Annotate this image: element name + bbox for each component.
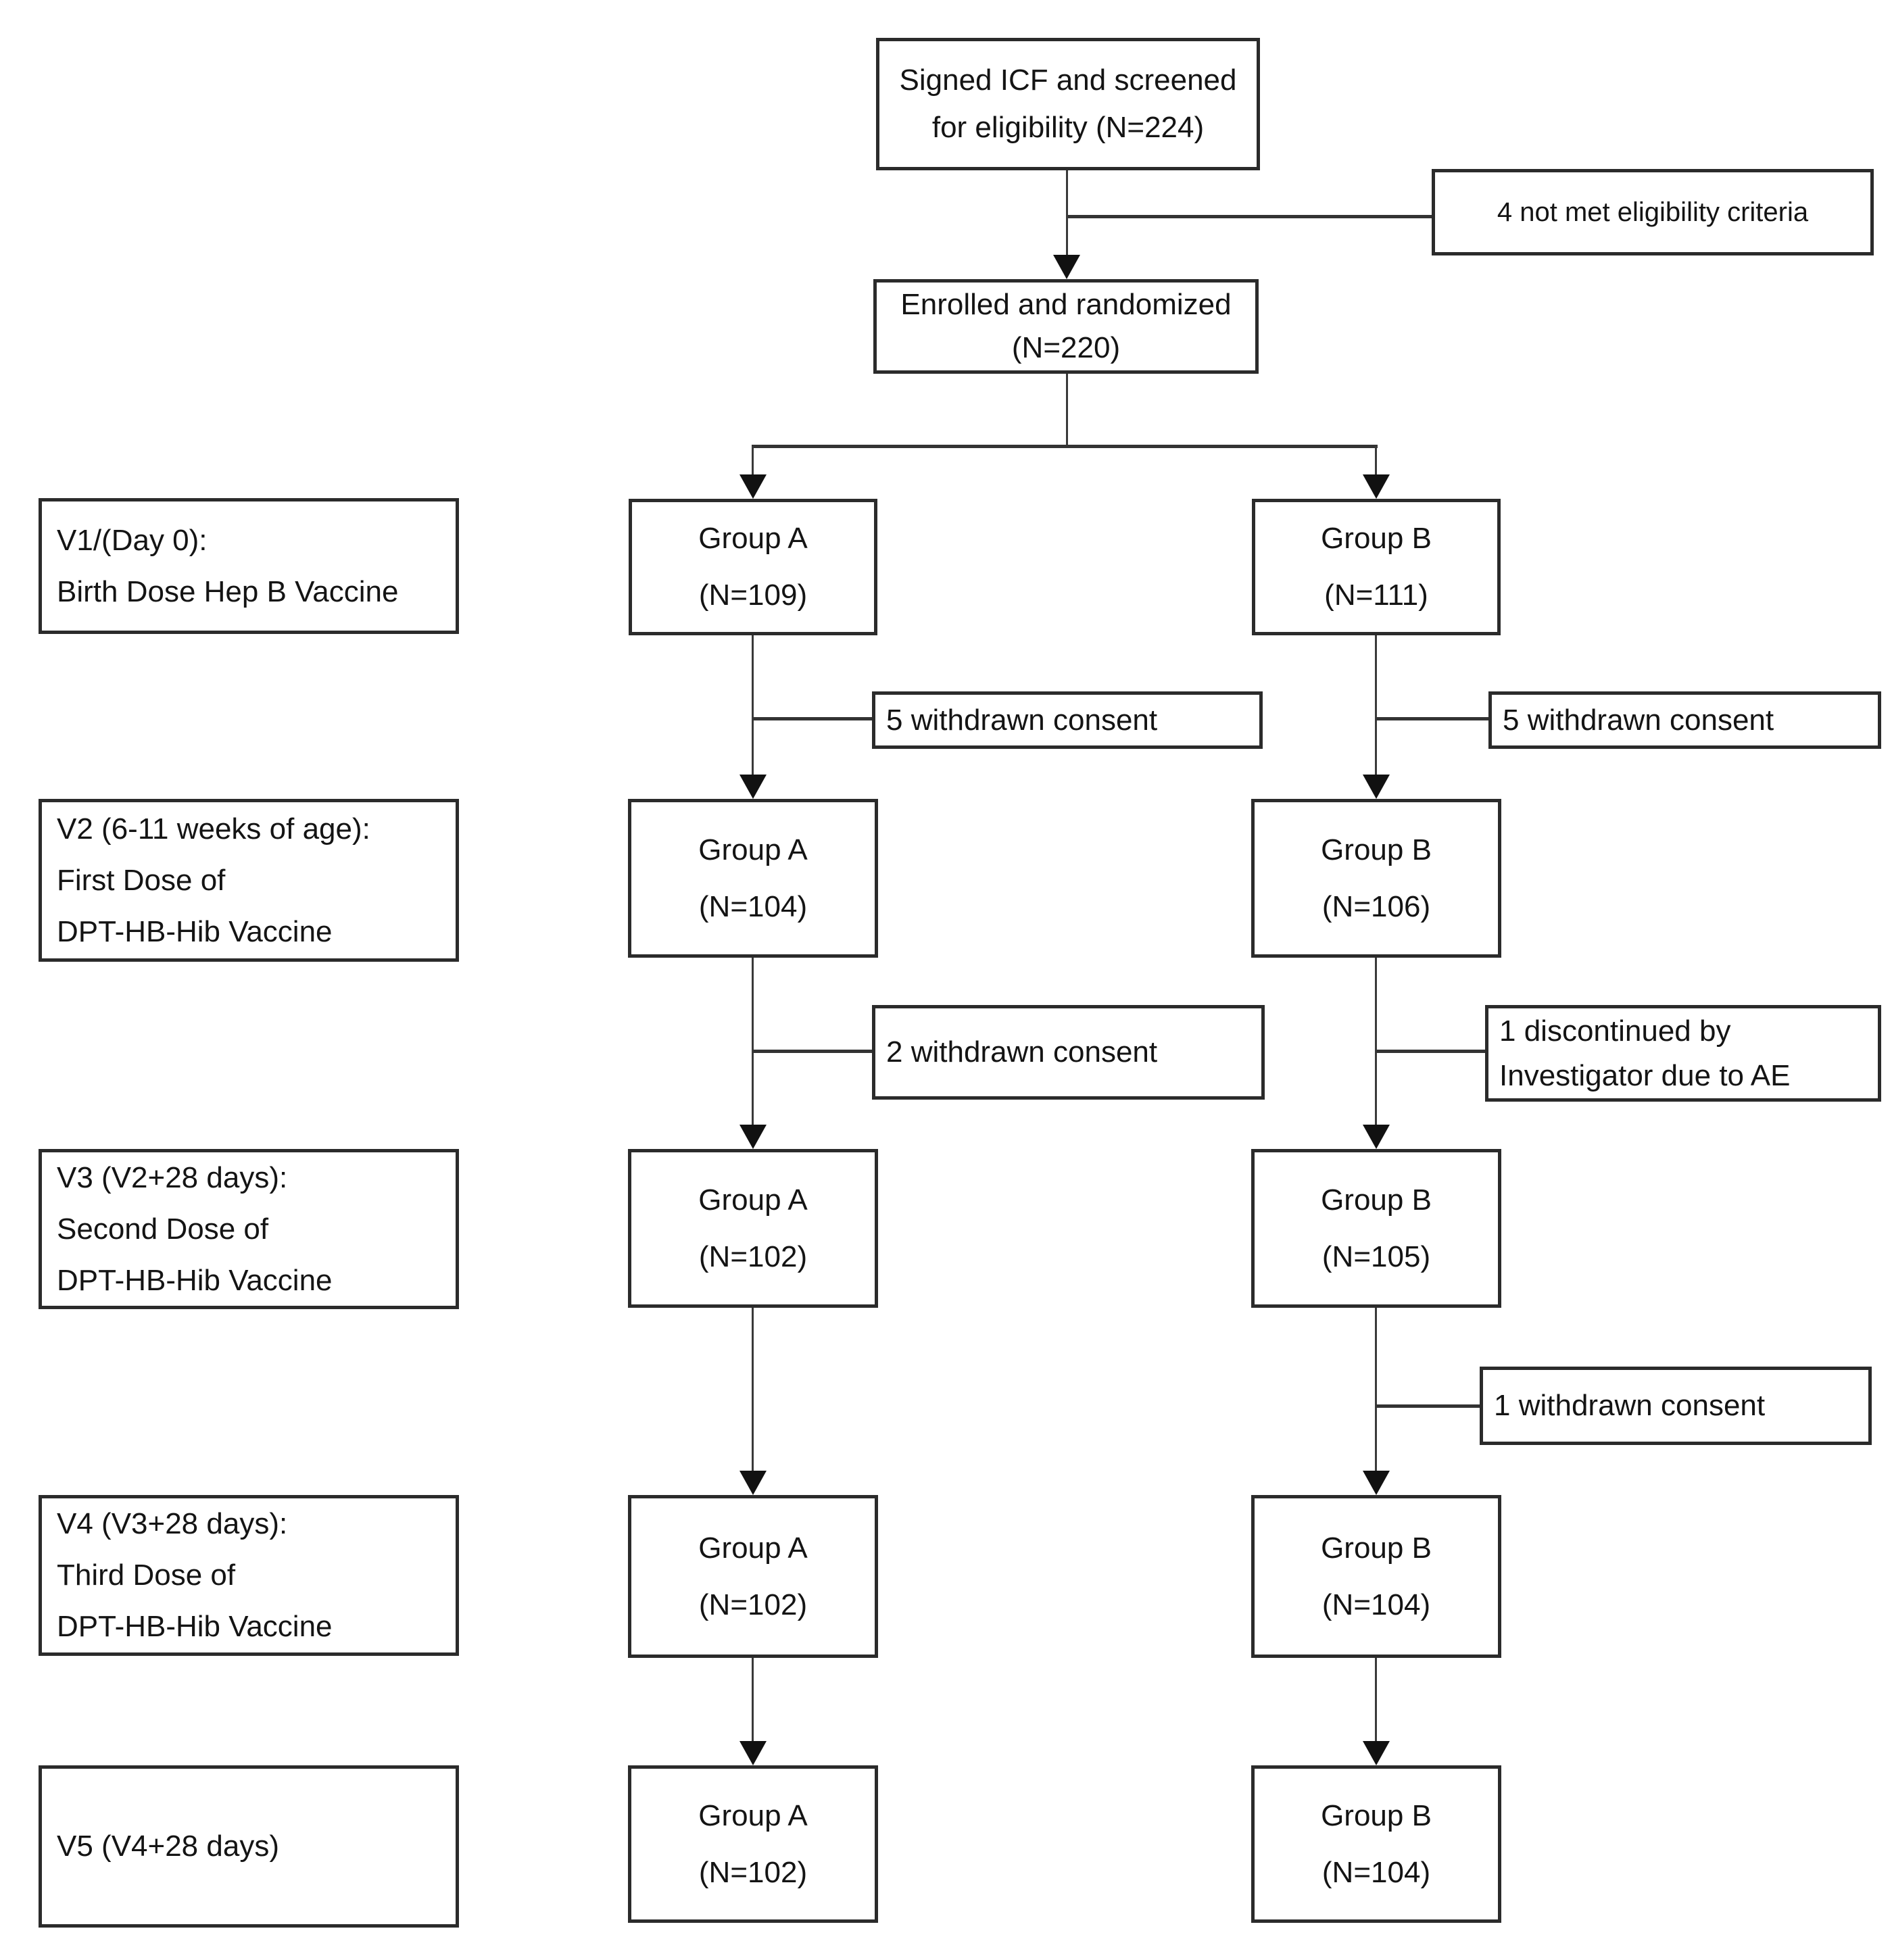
visit-v4-line3: DPT-HB-Hib Vaccine — [57, 1610, 333, 1643]
dropout-v2-group-b-line2: Investigator due to AE — [1499, 1058, 1791, 1092]
connector-hline — [753, 717, 872, 720]
dropout-v1-group-b-text: 5 withdrawn consent — [1503, 703, 1774, 737]
connector-vline — [1375, 1308, 1377, 1472]
connector-hline — [1376, 1050, 1485, 1053]
down-arrowhead-icon — [739, 1741, 767, 1765]
group-a-v5-name: Group A — [698, 1798, 808, 1832]
visit-label-v1: V1/(Day 0): Birth Dose Hep B Vaccine — [39, 498, 459, 634]
group-b-v1-n: (N=111) — [1324, 579, 1428, 612]
group-a-v3-n: (N=102) — [698, 1240, 808, 1273]
connector-hline — [752, 445, 1378, 448]
dropout-v2-group-a-box: 2 withdrawn consent — [872, 1005, 1265, 1100]
visit-v2-line2: First Dose of — [57, 863, 226, 897]
group-b-v1-box: Group B (N=111) — [1252, 499, 1501, 635]
visit-v4-line2: Third Dose of — [57, 1559, 236, 1592]
visit-v4-line1: V4 (V3+28 days): — [57, 1507, 288, 1540]
down-arrowhead-icon — [1363, 775, 1390, 799]
connector-vline — [1066, 170, 1068, 256]
enrolled-box: Enrolled and randomized (N=220) — [873, 279, 1259, 374]
visit-label-v5: V5 (V4+28 days) — [39, 1765, 459, 1928]
group-a-v4-n: (N=102) — [698, 1588, 808, 1621]
connector-hline — [1376, 717, 1488, 720]
connector-vline — [1066, 374, 1068, 446]
group-b-v3-box: Group B (N=105) — [1251, 1149, 1501, 1308]
connector-vline — [752, 635, 754, 776]
group-b-v5-n: (N=104) — [1321, 1855, 1431, 1889]
down-arrowhead-icon — [1363, 1471, 1390, 1495]
dropout-v1-group-a-box: 5 withdrawn consent — [872, 691, 1263, 749]
group-a-v2-box: Group A (N=104) — [628, 799, 878, 958]
dropout-v2-group-b-line1: 1 discontinued by — [1499, 1014, 1731, 1048]
visit-v5-line1: V5 (V4+28 days) — [57, 1830, 279, 1863]
down-arrowhead-icon — [739, 1471, 767, 1495]
down-arrowhead-icon — [739, 474, 767, 499]
group-a-v3-name: Group A — [698, 1183, 808, 1217]
visit-v1-line2: Birth Dose Hep B Vaccine — [57, 574, 399, 608]
connector-vline — [1375, 446, 1377, 476]
group-b-v4-name: Group B — [1321, 1531, 1432, 1565]
group-b-v2-n: (N=106) — [1321, 889, 1431, 923]
connector-hline — [1068, 215, 1432, 218]
group-b-v1-name: Group B — [1321, 522, 1432, 555]
connector-vline — [752, 1308, 754, 1472]
connector-hline — [1376, 1404, 1480, 1408]
group-b-v2-name: Group B — [1321, 833, 1432, 866]
dropout-v2-group-b-box: 1 discontinued by Investigator due to AE — [1485, 1005, 1881, 1102]
connector-vline — [752, 1658, 754, 1742]
group-a-v2-n: (N=104) — [698, 889, 808, 923]
visit-v3-line2: Second Dose of — [57, 1212, 269, 1246]
visit-v1-line1: V1/(Day 0): — [57, 523, 208, 557]
screened-box: Signed ICF and screened for eligibility … — [876, 38, 1260, 170]
dropout-v3-group-b-box: 1 withdrawn consent — [1480, 1367, 1872, 1445]
group-a-v4-box: Group A (N=102) — [628, 1495, 878, 1658]
group-b-v2-box: Group B (N=106) — [1251, 799, 1501, 958]
group-b-v4-box: Group B (N=104) — [1251, 1495, 1501, 1658]
visit-label-v2: V2 (6-11 weeks of age): First Dose of DP… — [39, 799, 459, 962]
group-a-v5-n: (N=102) — [698, 1855, 808, 1889]
connector-vline — [1375, 958, 1377, 1126]
visit-label-v3: V3 (V2+28 days): Second Dose of DPT-HB-H… — [39, 1149, 459, 1309]
group-b-v5-name: Group B — [1321, 1798, 1432, 1832]
group-a-v5-box: Group A (N=102) — [628, 1765, 878, 1923]
visit-v2-line1: V2 (6-11 weeks of age): — [57, 812, 370, 846]
connector-vline — [1375, 1658, 1377, 1742]
down-arrowhead-icon — [739, 1125, 767, 1149]
visit-label-v4: V4 (V3+28 days): Third Dose of DPT-HB-Hi… — [39, 1495, 459, 1656]
connector-vline — [752, 958, 754, 1126]
enrolled-text-line2: (N=220) — [1011, 331, 1121, 364]
down-arrowhead-icon — [1363, 474, 1390, 499]
group-a-v1-name: Group A — [698, 522, 808, 555]
visit-v3-line3: DPT-HB-Hib Vaccine — [57, 1263, 333, 1297]
screened-text-line2: for eligibility (N=224) — [931, 111, 1205, 144]
down-arrowhead-icon — [1363, 1741, 1390, 1765]
connector-vline — [752, 446, 754, 476]
connector-vline — [1375, 635, 1377, 776]
group-a-v3-box: Group A (N=102) — [628, 1149, 878, 1308]
not-eligible-text: 4 not met eligibility criteria — [1497, 197, 1809, 227]
down-arrowhead-icon — [1363, 1125, 1390, 1149]
connector-hline — [753, 1050, 872, 1053]
group-a-v4-name: Group A — [698, 1531, 808, 1565]
group-a-v2-name: Group A — [698, 833, 808, 866]
screened-text-line1: Signed ICF and screened — [899, 64, 1237, 97]
group-b-v5-box: Group B (N=104) — [1251, 1765, 1501, 1923]
group-a-v1-box: Group A (N=109) — [629, 499, 877, 635]
group-b-v3-n: (N=105) — [1321, 1240, 1431, 1273]
down-arrowhead-icon — [1053, 255, 1080, 279]
not-eligible-box: 4 not met eligibility criteria — [1432, 169, 1874, 255]
group-b-v4-n: (N=104) — [1321, 1588, 1431, 1621]
group-b-v3-name: Group B — [1321, 1183, 1432, 1217]
dropout-v2-group-a-text: 2 withdrawn consent — [886, 1035, 1158, 1069]
visit-v2-line3: DPT-HB-Hib Vaccine — [57, 914, 333, 948]
enrolled-text-line1: Enrolled and randomized — [900, 288, 1232, 321]
dropout-v1-group-a-text: 5 withdrawn consent — [886, 703, 1158, 737]
down-arrowhead-icon — [739, 775, 767, 799]
dropout-v3-group-b-text: 1 withdrawn consent — [1494, 1389, 1766, 1422]
visit-v3-line1: V3 (V2+28 days): — [57, 1160, 288, 1194]
group-a-v1-n: (N=109) — [698, 579, 808, 612]
dropout-v1-group-b-box: 5 withdrawn consent — [1488, 691, 1881, 749]
